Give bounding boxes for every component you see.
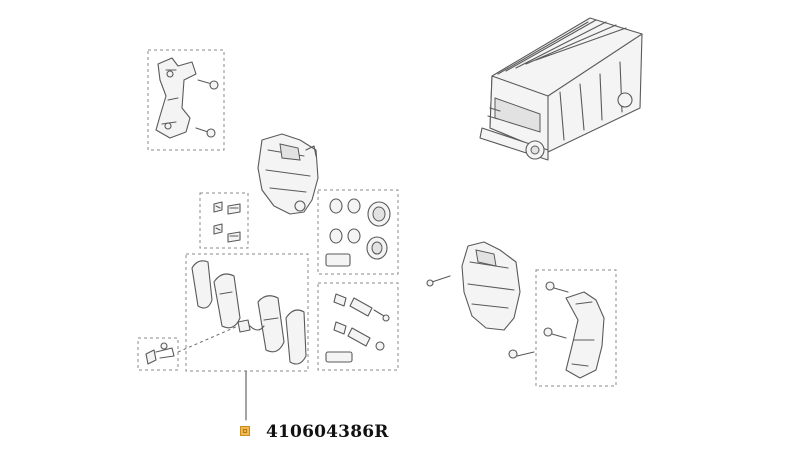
guide-pin-kit-box (317, 282, 399, 371)
bracket-group-box (147, 49, 225, 151)
sensor-clip (145, 342, 175, 365)
brake-pad-inner-left (191, 260, 241, 329)
van-illustration (479, 17, 643, 161)
caliper-body-center (257, 133, 319, 215)
sensor-parts-box (137, 337, 179, 371)
seal-kit (325, 198, 391, 267)
sensor-leader-line (177, 325, 239, 353)
wear-sensor-wire (237, 319, 265, 333)
brake-pad-outer-right (257, 295, 307, 365)
bleed-screw-icon (426, 275, 451, 287)
caliper-bracket-top (155, 57, 197, 139)
caliper-body-right (461, 241, 521, 331)
seal-kit-box (317, 189, 399, 275)
bracket-bolt-icon (195, 79, 219, 138)
bracket-right-box (535, 269, 617, 387)
caliper-bracket-right (565, 291, 605, 379)
bracket-right-bolt-icon (508, 281, 569, 359)
pad-clips (213, 201, 241, 243)
part-marker-icon (240, 426, 250, 436)
pad-clips-box (199, 192, 249, 249)
part-number-label[interactable]: 410604386R (266, 422, 389, 442)
guide-pin-kit (325, 293, 390, 363)
brake-pad-set-box (185, 253, 309, 372)
